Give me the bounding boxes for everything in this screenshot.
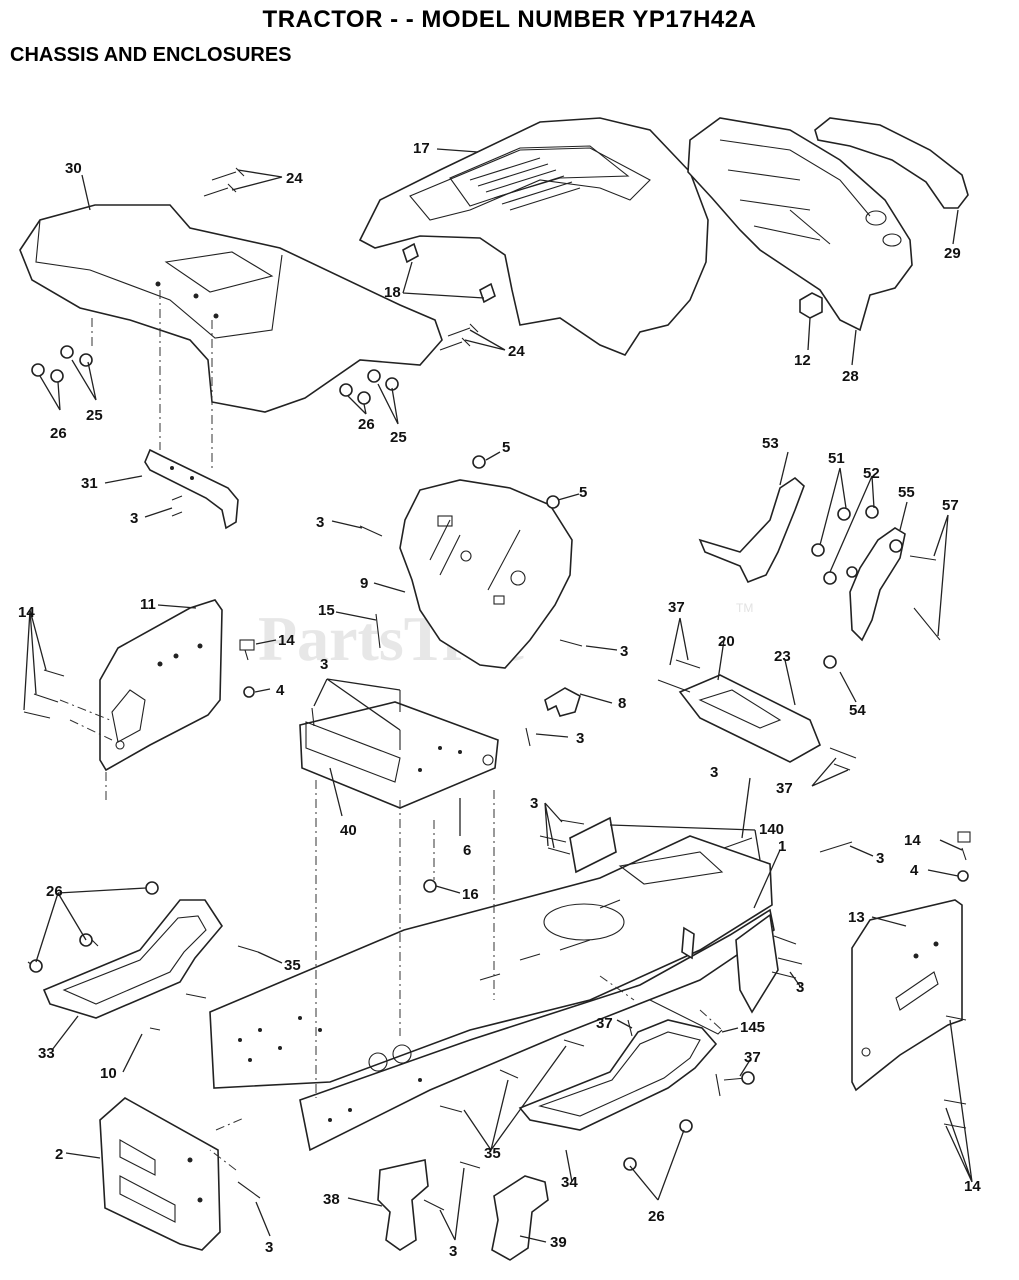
section-subtitle: CHASSIS AND ENCLOSURES	[10, 44, 292, 66]
callout-3: 3	[449, 1243, 457, 1260]
callout-15: 15	[318, 602, 335, 619]
callout-29: 29	[944, 245, 961, 262]
callout-14: 14	[904, 832, 921, 849]
callout-37: 37	[776, 780, 793, 797]
callout-24: 24	[508, 343, 525, 360]
pedal-brackets-part	[698, 476, 941, 669]
callout-5: 5	[502, 439, 510, 456]
callout-35: 35	[284, 957, 301, 974]
callout-3: 3	[710, 764, 718, 781]
callout-35: 35	[484, 1145, 501, 1162]
callout-10: 10	[100, 1065, 117, 1082]
hardware-washers	[29, 686, 969, 1171]
callout-37: 37	[668, 599, 685, 616]
nut-part	[423, 879, 437, 893]
callout-24: 24	[286, 170, 303, 187]
callout-25: 25	[390, 429, 407, 446]
seat-pan-part	[299, 701, 499, 809]
watermark-tm: TM	[736, 601, 753, 615]
page-title: TRACTOR - - MODEL NUMBER YP17H42A	[262, 6, 757, 33]
callout-54: 54	[849, 702, 866, 719]
dash-panel-part	[399, 455, 573, 669]
callout-3: 3	[576, 730, 584, 747]
callout-3: 3	[530, 795, 538, 812]
callout-1: 1	[778, 838, 786, 855]
callout-17: 17	[413, 140, 430, 157]
callout-26: 26	[358, 416, 375, 433]
callout-26: 26	[50, 425, 67, 442]
clip-part	[799, 292, 823, 319]
pivot-brackets-part	[377, 1159, 549, 1261]
step-plate-part	[678, 674, 822, 763]
callout-2: 2	[55, 1146, 63, 1163]
callout-37: 37	[744, 1049, 761, 1066]
callout-37: 37	[596, 1015, 613, 1032]
callout-26: 26	[648, 1208, 665, 1225]
callout-5: 5	[579, 484, 587, 501]
left-footrest-part	[42, 899, 223, 1019]
callout-labels: 30 24 17 18 29 24 12 28 25 26 25 26 5 53…	[18, 140, 981, 1260]
callout-39: 39	[550, 1234, 567, 1251]
left-side-panel-part	[99, 599, 223, 772]
hardware-bolts	[23, 525, 971, 1211]
leader-lines	[23, 148, 973, 1243]
callout-14: 14	[278, 632, 295, 649]
callout-40: 40	[340, 822, 357, 839]
callout-3: 3	[876, 850, 884, 867]
callout-20: 20	[718, 633, 735, 650]
callout-14: 14	[964, 1178, 981, 1195]
hood-part	[358, 117, 709, 356]
callout-30: 30	[65, 160, 82, 177]
callout-145: 145	[740, 1019, 765, 1036]
callout-12: 12	[794, 352, 811, 369]
callout-4: 4	[910, 862, 919, 879]
callout-13: 13	[848, 909, 865, 926]
callout-26: 26	[46, 883, 63, 900]
callout-28: 28	[842, 368, 859, 385]
callout-14: 14	[18, 604, 35, 621]
callout-52: 52	[863, 465, 880, 482]
callout-3: 3	[130, 510, 138, 527]
callout-25: 25	[86, 407, 103, 424]
callout-34: 34	[561, 1174, 578, 1191]
front-plate-part	[99, 1097, 221, 1251]
callout-3: 3	[620, 643, 628, 660]
callout-16: 16	[462, 886, 479, 903]
callout-18: 18	[384, 284, 401, 301]
callout-9: 9	[360, 575, 368, 592]
callout-6: 6	[463, 842, 471, 859]
fender-bracket-part	[144, 448, 239, 530]
callout-11: 11	[140, 596, 156, 613]
clamp-part	[544, 687, 581, 717]
main-frame-part	[209, 816, 779, 1152]
callout-33: 33	[38, 1045, 55, 1062]
callout-3: 3	[320, 656, 328, 673]
grille-housing-part	[687, 117, 913, 332]
callout-8: 8	[618, 695, 626, 712]
callout-38: 38	[323, 1191, 340, 1208]
callout-51: 51	[828, 450, 845, 467]
callout-3: 3	[265, 1239, 273, 1256]
callout-31: 31	[81, 475, 98, 492]
callout-4: 4	[276, 682, 285, 699]
linkage-rod-part	[649, 999, 723, 1035]
callout-55: 55	[898, 484, 915, 501]
callout-3: 3	[316, 514, 324, 531]
callout-23: 23	[774, 648, 791, 665]
callout-57: 57	[942, 497, 959, 514]
assembly-lines	[59, 699, 723, 1171]
right-side-panel-part	[851, 899, 963, 1092]
callout-140: 140	[759, 821, 784, 838]
grille-insert-part	[814, 117, 969, 209]
callout-53: 53	[762, 435, 779, 452]
right-footrest-part	[518, 1019, 718, 1131]
callout-3: 3	[796, 979, 804, 996]
